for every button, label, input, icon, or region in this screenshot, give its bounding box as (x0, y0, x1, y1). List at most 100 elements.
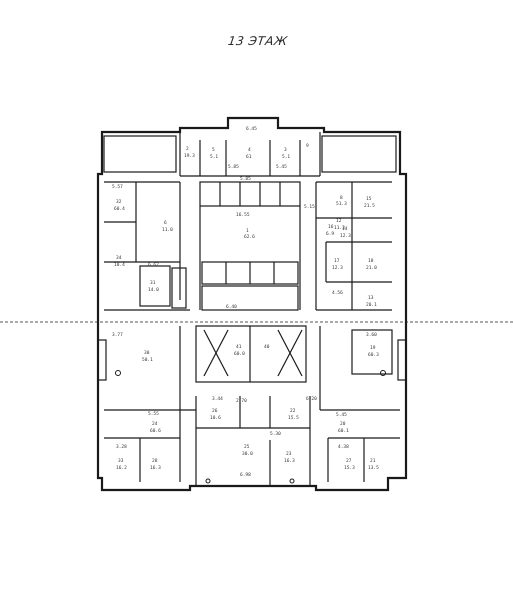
svg-text:30: 30 (144, 350, 150, 356)
svg-text:13: 13 (368, 295, 374, 301)
room-label: 35.1 (282, 147, 290, 160)
svg-text:21.5: 21.5 (364, 203, 375, 209)
column-markers (115, 370, 386, 484)
room-label: 461 (246, 147, 252, 160)
svg-text:12: 12 (336, 218, 342, 224)
dim-label: 6.98 (240, 472, 251, 478)
dim-label: 5.30 (270, 431, 281, 437)
building-outline (96, 116, 408, 492)
dim-label: 6.40 (226, 304, 237, 310)
dim-label: 5.85 (240, 176, 251, 182)
dim-label: 3.77 (112, 332, 123, 338)
dim-label: 4.56 (332, 290, 343, 296)
svg-text:60.1: 60.1 (338, 428, 349, 434)
svg-text:34: 34 (116, 255, 122, 261)
svg-text:28: 28 (152, 458, 158, 464)
svg-text:2: 2 (186, 146, 189, 152)
svg-text:11.3: 11.3 (334, 225, 345, 231)
room-label: 166.9 (326, 224, 334, 237)
svg-text:1: 1 (246, 228, 249, 234)
svg-text:20.1: 20.1 (366, 302, 377, 308)
dim-label: 6.62 (148, 262, 159, 268)
room-label: 219.3 (184, 146, 195, 159)
svg-text:22: 22 (290, 408, 296, 414)
room-label: 40 (264, 344, 270, 350)
dim-label: 3.28 (116, 444, 127, 450)
room-label: 611.0 (162, 220, 173, 233)
svg-text:24: 24 (152, 421, 158, 427)
room-label: 851.3 (336, 195, 347, 207)
svg-text:6.9: 6.9 (326, 231, 334, 237)
svg-text:17: 17 (334, 258, 340, 264)
svg-text:50.1: 50.1 (142, 357, 153, 363)
svg-text:15.3: 15.3 (344, 465, 355, 471)
dim-label: 3.44 (212, 396, 223, 402)
svg-text:23: 23 (286, 451, 292, 457)
dim-label: 16.55 (236, 212, 250, 218)
dim-label: 4.38 (338, 444, 349, 450)
svg-text:60.6: 60.6 (150, 428, 161, 434)
svg-text:62.6: 62.6 (244, 234, 255, 240)
svg-text:10.6: 10.6 (210, 415, 221, 421)
svg-text:31: 31 (150, 280, 156, 286)
svg-text:14: 14 (342, 226, 348, 232)
interior-walls (97, 132, 407, 486)
svg-text:5: 5 (212, 147, 215, 153)
svg-text:32: 32 (116, 199, 122, 205)
dim-label: 2.70 (236, 398, 247, 404)
svg-text:20: 20 (340, 421, 346, 427)
svg-text:19: 19 (370, 345, 376, 351)
svg-text:12.3: 12.3 (332, 265, 343, 271)
room-label: 55.1 (210, 147, 218, 160)
dimension-labels: 6.45 5.45 5.85 16.55 5.15 5.57 5.85 6.40… (112, 126, 377, 478)
dim-label: 6.45 (246, 126, 257, 132)
dim-label: 5.45 (276, 164, 287, 170)
svg-text:11.0: 11.0 (162, 227, 173, 233)
svg-text:12.3: 12.3 (340, 233, 351, 239)
svg-text:5.1: 5.1 (210, 154, 218, 160)
svg-text:60.4: 60.4 (114, 206, 125, 212)
svg-text:13.5: 13.5 (368, 465, 379, 471)
svg-text:15.5: 15.5 (288, 415, 299, 421)
svg-text:61: 61 (246, 154, 252, 160)
svg-text:21.0: 21.0 (366, 265, 377, 271)
svg-text:27: 27 (346, 458, 352, 464)
svg-text:8: 8 (340, 195, 343, 201)
svg-text:5.1: 5.1 (282, 154, 290, 160)
svg-text:25: 25 (244, 444, 250, 450)
dim-label: 5.85 (228, 164, 239, 170)
svg-text:14.0: 14.0 (148, 287, 159, 293)
dim-label: 5.55 (148, 411, 159, 417)
dim-label: 5.45 (336, 412, 347, 418)
svg-text:33: 33 (118, 458, 124, 464)
svg-text:16.2: 16.2 (116, 465, 127, 471)
svg-text:6: 6 (164, 220, 167, 226)
svg-text:41: 41 (236, 344, 242, 350)
svg-text:51.3: 51.3 (336, 201, 347, 207)
svg-text:16.3: 16.3 (150, 465, 161, 471)
dim-label: 3.60 (366, 332, 377, 338)
svg-text:9: 9 (306, 143, 309, 149)
svg-text:18: 18 (368, 258, 374, 264)
dim-label: 5.15 (304, 204, 315, 210)
svg-text:60.0: 60.0 (234, 351, 245, 357)
dim-label: 6.20 (306, 396, 317, 402)
